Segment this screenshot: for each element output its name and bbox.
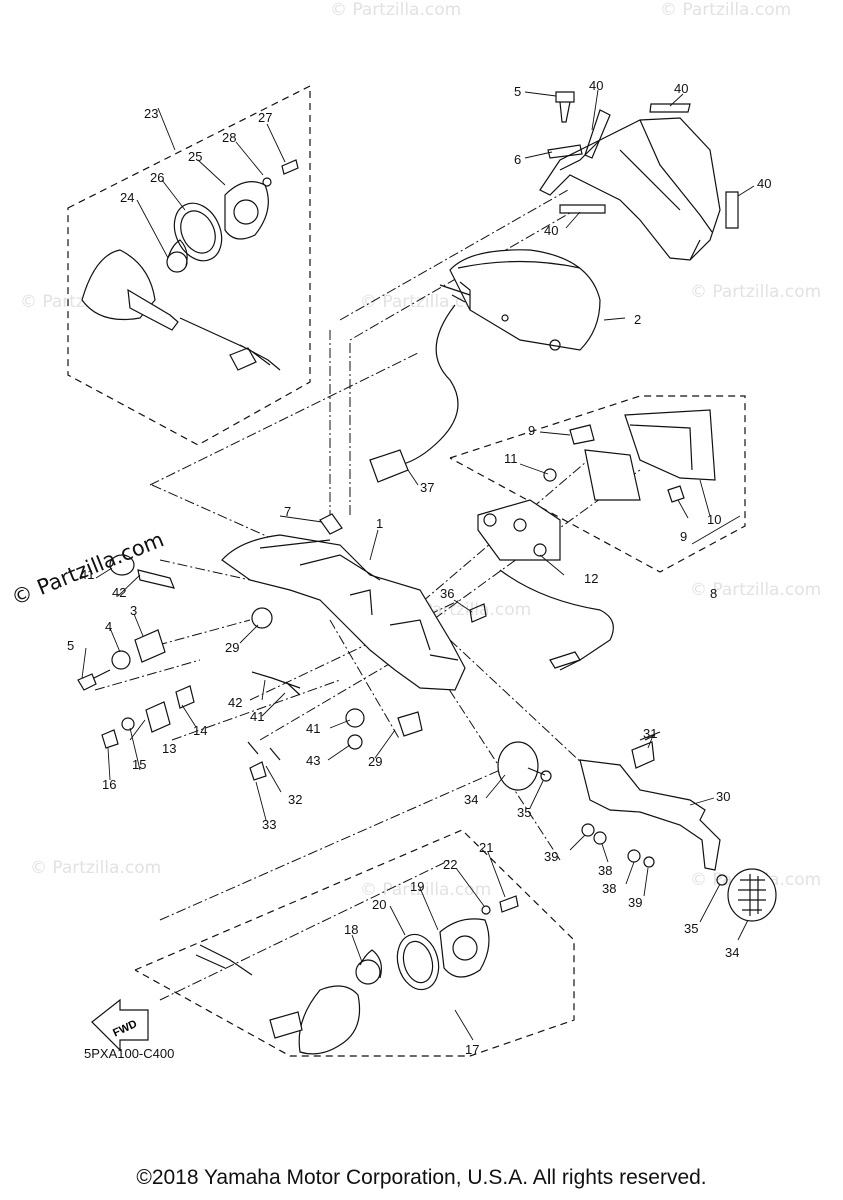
label-part-29: 29 <box>225 640 240 655</box>
label-part-34: 34 <box>725 945 740 960</box>
label-part-37: 37 <box>420 480 435 495</box>
tail-light <box>449 249 601 351</box>
label-part-6: 6 <box>514 152 522 167</box>
label-part-33: 33 <box>262 817 277 832</box>
label-part-17: 17 <box>465 1042 480 1057</box>
label-part-21: 21 <box>479 840 494 855</box>
label-part-20: 20 <box>372 897 387 912</box>
label-part-32: 32 <box>288 792 303 807</box>
watermark: © Partzilla.com <box>360 880 492 900</box>
label-part-9: 9 <box>528 423 536 438</box>
label-part-41: 41 <box>250 709 265 724</box>
label-part-35: 35 <box>517 805 532 820</box>
label-part-26: 26 <box>150 170 165 185</box>
label-part-12: 12 <box>584 571 599 586</box>
fwd-label: FWD <box>111 1018 139 1039</box>
fwd-arrow-icon <box>91 998 149 1052</box>
label-part-25: 25 <box>188 149 203 164</box>
label-part-2: 2 <box>634 312 642 327</box>
label-part-42: 42 <box>228 695 243 710</box>
label-part-22: 22 <box>443 857 458 872</box>
label-part-7: 7 <box>284 504 292 519</box>
watermark: © Partzilla.com <box>360 292 492 312</box>
label-part-27: 27 <box>258 110 273 125</box>
watermark: © Partzilla.com <box>30 858 162 878</box>
label-part-35: 35 <box>684 921 699 936</box>
label-part-40: 40 <box>757 176 772 191</box>
watermark: © Partzilla.com <box>660 0 792 20</box>
group-box-17 <box>134 829 575 1057</box>
label-part-13: 13 <box>162 741 177 756</box>
label-part-40: 40 <box>589 78 604 93</box>
label-part-29: 29 <box>368 754 383 769</box>
label-part-23: 23 <box>144 106 159 121</box>
label-part-30: 30 <box>716 789 731 804</box>
label-part-41: 41 <box>80 567 95 582</box>
watermark: © Partzilla.com <box>690 580 822 600</box>
label-part-18: 18 <box>344 922 359 937</box>
diagram-code: 5PXA100-C400 <box>84 1046 175 1061</box>
watermark: © Partzilla.com <box>330 0 462 20</box>
label-part-5: 5 <box>67 638 75 653</box>
label-part-39: 39 <box>544 849 559 864</box>
label-part-15: 15 <box>132 757 147 772</box>
label-part-9: 9 <box>680 529 688 544</box>
label-part-40: 40 <box>544 223 559 238</box>
rear-fender-bracket <box>221 534 466 691</box>
label-part-36: 36 <box>440 586 455 601</box>
label-part-34: 34 <box>464 792 479 807</box>
copyright-notice: ©2018 Yamaha Motor Corporation, U.S.A. A… <box>136 1166 707 1189</box>
label-part-31: 31 <box>643 726 658 741</box>
screw-icon <box>555 91 575 123</box>
watermark: © Partzilla.com <box>690 282 822 302</box>
group-box-23 <box>67 85 311 446</box>
label-part-1: 1 <box>376 516 384 531</box>
label-part-39: 39 <box>628 895 643 910</box>
label-part-16: 16 <box>102 777 117 792</box>
label-part-4: 4 <box>105 619 113 634</box>
label-part-19: 19 <box>410 879 425 894</box>
label-part-38: 38 <box>602 881 617 896</box>
label-part-8: 8 <box>710 586 718 601</box>
label-part-43: 43 <box>306 753 321 768</box>
label-part-5: 5 <box>514 84 522 99</box>
label-part-42: 42 <box>112 585 127 600</box>
label-part-3: 3 <box>130 603 138 618</box>
label-part-38: 38 <box>598 863 613 878</box>
label-part-10: 10 <box>707 512 722 527</box>
turn-signal-lens <box>298 985 361 1055</box>
label-part-40: 40 <box>674 81 689 96</box>
license-light <box>624 409 716 481</box>
lens-ring <box>224 181 269 240</box>
label-part-11: 11 <box>504 451 518 466</box>
label-part-14: 14 <box>193 723 208 738</box>
label-part-28: 28 <box>222 130 237 145</box>
label-part-41: 41 <box>306 721 321 736</box>
reflector-bracket <box>579 759 721 871</box>
label-part-24: 24 <box>120 190 135 205</box>
